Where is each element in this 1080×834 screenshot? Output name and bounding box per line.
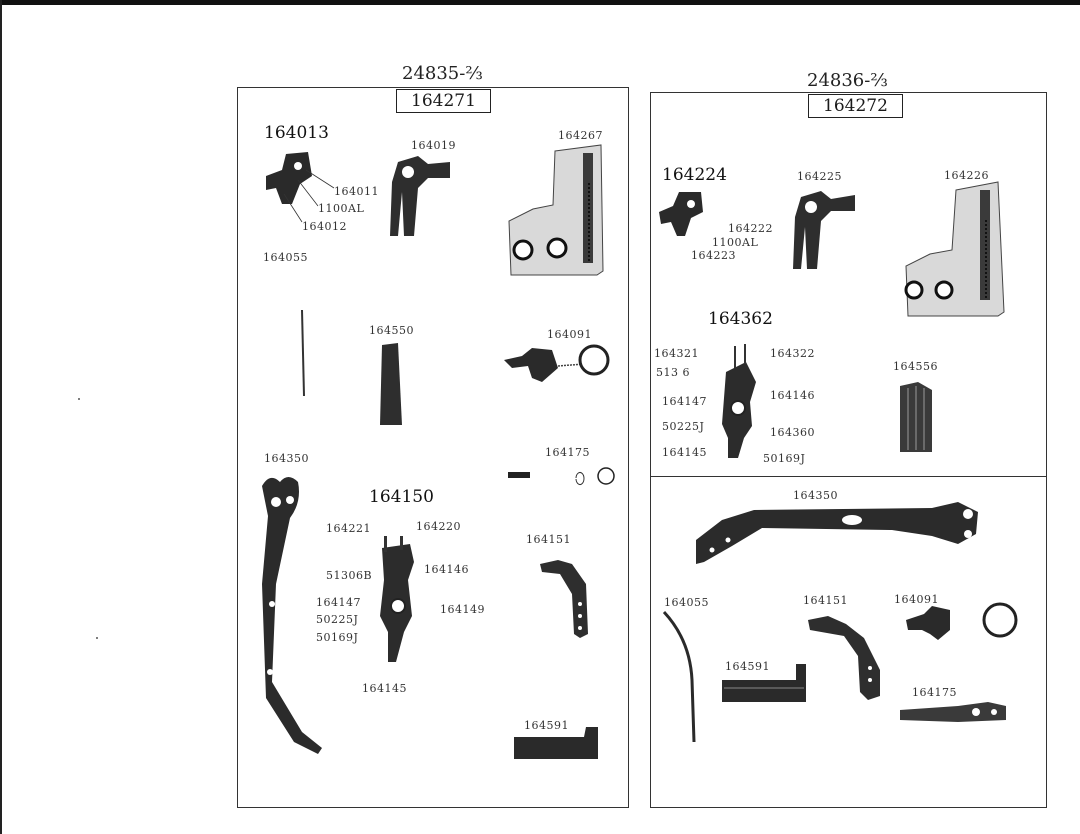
- presser-bar-bracket-illustration: [390, 156, 450, 236]
- scan-speck: [78, 398, 80, 400]
- plate-illustration: [722, 664, 806, 702]
- part-label: 164591: [725, 660, 770, 673]
- part-label: 164267: [558, 129, 603, 142]
- part-label: 164321: [654, 347, 699, 360]
- part-label: 1100AL: [712, 236, 759, 249]
- part-label: 164322: [770, 347, 815, 360]
- part-label: 164091: [894, 593, 939, 606]
- tension-assembly-illustration: [722, 344, 756, 458]
- part-label: 164225: [797, 170, 842, 183]
- part-label: 164350: [264, 452, 309, 465]
- part-label: 164147: [662, 395, 707, 408]
- left-parts-panel: [237, 87, 629, 808]
- part-label: 164360: [770, 426, 815, 439]
- needle-plate-illustration: [904, 181, 1005, 317]
- part-label: 164175: [912, 686, 957, 699]
- part-label: 164221: [326, 522, 371, 535]
- scan-speck: [96, 637, 98, 639]
- part-label: 164145: [362, 682, 407, 695]
- part-label: 164091: [547, 328, 592, 341]
- part-label: 164150: [369, 487, 434, 507]
- part-label: 164223: [691, 249, 736, 262]
- right-model-number: 24836-⅔: [807, 70, 888, 91]
- right-parts-panel: [650, 92, 1047, 808]
- needle-illustration: [301, 309, 305, 397]
- part-label: 164550: [369, 324, 414, 337]
- plate-illustration: [514, 727, 598, 759]
- guard-illustration: [380, 343, 402, 425]
- small-parts-illustration: [508, 467, 615, 485]
- shaped-bracket-illustration: [540, 560, 588, 638]
- part-label: 164055: [664, 596, 709, 609]
- page-left-border: [0, 0, 2, 834]
- part-label: 51306B: [326, 569, 373, 582]
- part-label: 164145: [662, 446, 707, 459]
- page-top-border: [0, 0, 1080, 5]
- part-label: 164226: [944, 169, 989, 182]
- needle-plate-illustration: [508, 144, 604, 276]
- part-label: 164591: [524, 719, 569, 732]
- presser-bar-bracket-illustration: [793, 191, 855, 269]
- part-label: 50225J: [662, 420, 705, 433]
- part-label: 164055: [263, 251, 308, 264]
- lever-arm-illustration: [262, 477, 322, 754]
- right-kit-number: 164272: [808, 94, 903, 118]
- guard-illustration: [900, 382, 932, 452]
- tension-assembly-illustration: [380, 536, 414, 662]
- thread-guide-illustration: [504, 344, 610, 382]
- part-label: 164350: [793, 489, 838, 502]
- part-label: 513 6: [656, 366, 690, 379]
- lever-arm-illustration: [696, 502, 978, 564]
- part-label: 164224: [662, 165, 727, 185]
- part-label: 164556: [893, 360, 938, 373]
- right-panel-divider: [650, 476, 1047, 477]
- presser-foot-assembly-illustration: [266, 152, 335, 223]
- presser-foot-assembly-illustration: [659, 192, 703, 236]
- part-label: 164012: [302, 220, 347, 233]
- shaped-bracket-illustration: [808, 616, 880, 700]
- part-label: 164146: [770, 389, 815, 402]
- part-label: 164362: [708, 309, 773, 329]
- small-plate-illustration: [900, 702, 1006, 722]
- part-label: 164220: [416, 520, 461, 533]
- part-label: 164222: [728, 222, 773, 235]
- part-label: 50169J: [763, 452, 806, 465]
- part-label: 164149: [440, 603, 485, 616]
- part-label: 50169J: [316, 631, 359, 644]
- part-label: 164013: [264, 123, 329, 143]
- needle-illustration: [662, 610, 696, 743]
- part-label: 164151: [803, 594, 848, 607]
- part-label: 164146: [424, 563, 469, 576]
- thread-guide-illustration: [906, 602, 1018, 640]
- part-label: 164019: [411, 139, 456, 152]
- left-model-number: 24835-⅔: [402, 63, 483, 84]
- part-label: 164147: [316, 596, 361, 609]
- part-label: 50225J: [316, 613, 359, 626]
- part-label: 164151: [526, 533, 571, 546]
- part-label: 164175: [545, 446, 590, 459]
- part-label: 164011: [334, 185, 379, 198]
- part-label: 1100AL: [318, 202, 365, 215]
- left-kit-number: 164271: [396, 89, 491, 113]
